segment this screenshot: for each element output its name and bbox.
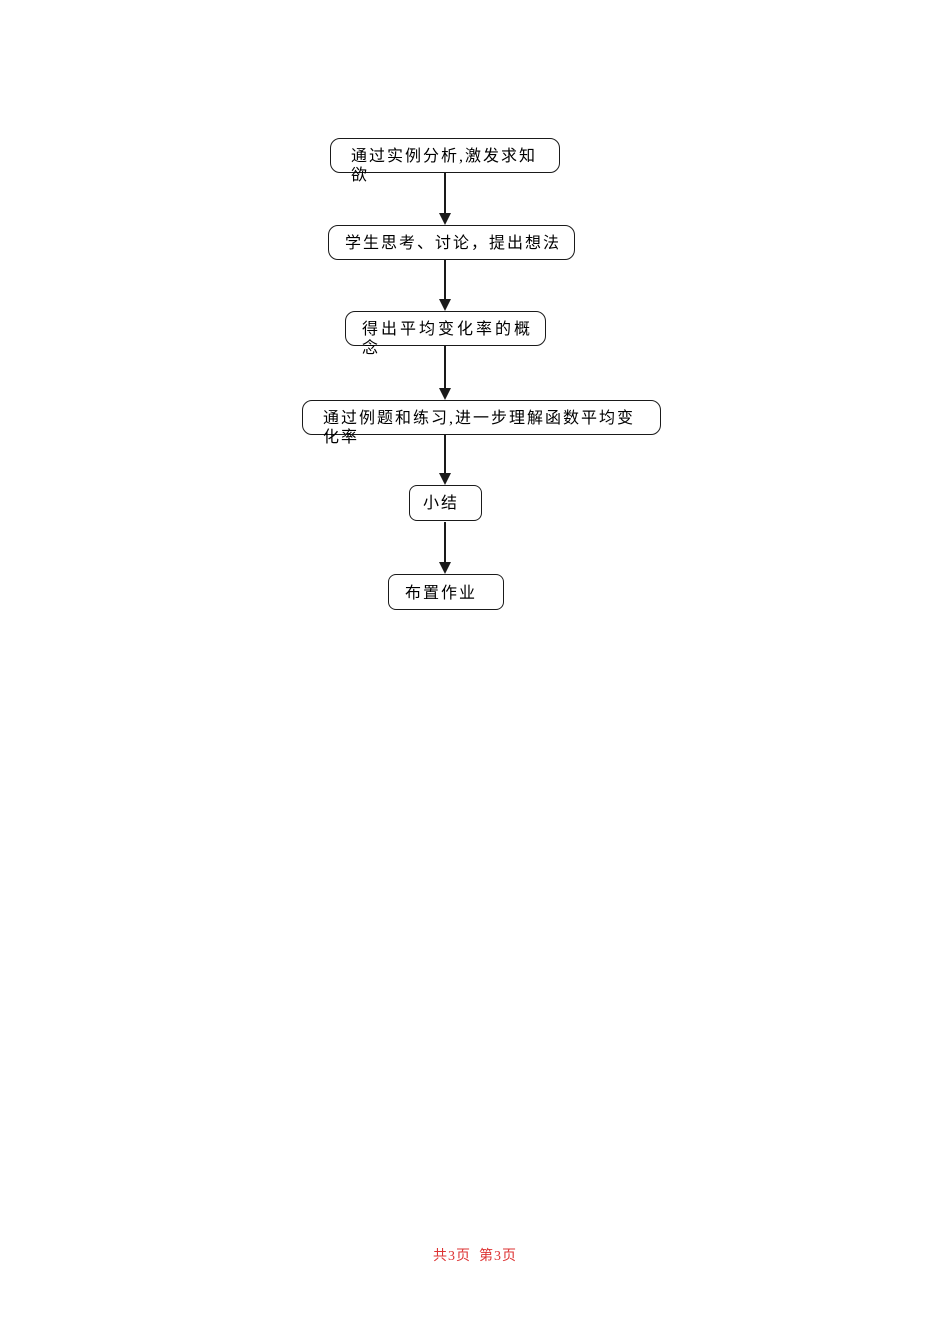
down-arrow-5 [439,522,451,574]
arrow-shaft [444,260,446,300]
arrow-head-icon [439,299,451,311]
flow-node-concept-of-average-rate: 得出平均变化率的概 念 [345,311,546,357]
arrow-shaft [444,435,446,474]
flow-node-analyze-examples: 通过实例分析,激发求知 欲 [330,138,560,184]
down-arrow-1 [439,173,451,225]
arrow-shaft [444,522,446,563]
down-arrow-3 [439,346,451,400]
flow-node-assign-homework: 布置作业 [388,574,504,610]
arrow-head-icon [439,213,451,225]
total-pages-label: 共3页 [433,1249,471,1264]
page-footer: 共3页第3页 [0,1245,950,1265]
arrow-head-icon [439,473,451,485]
flow-node-summary: 小结 [409,485,482,521]
teaching-process-flowchart: 通过实例分析,激发求知 欲 学生思考、讨论，提出想法 得出平均变化率的概 念 通… [0,0,950,650]
arrow-head-icon [439,562,451,574]
down-arrow-4 [439,435,451,485]
arrow-shaft [444,173,446,214]
arrow-shaft [444,346,446,389]
arrow-head-icon [439,388,451,400]
current-page-label: 第3页 [479,1249,517,1264]
down-arrow-2 [439,260,451,311]
flow-node-student-discussion: 学生思考、讨论，提出想法 [328,225,575,260]
flow-node-examples-and-practice: 通过例题和练习,进一步理解函数平均变 化率 [302,400,661,446]
